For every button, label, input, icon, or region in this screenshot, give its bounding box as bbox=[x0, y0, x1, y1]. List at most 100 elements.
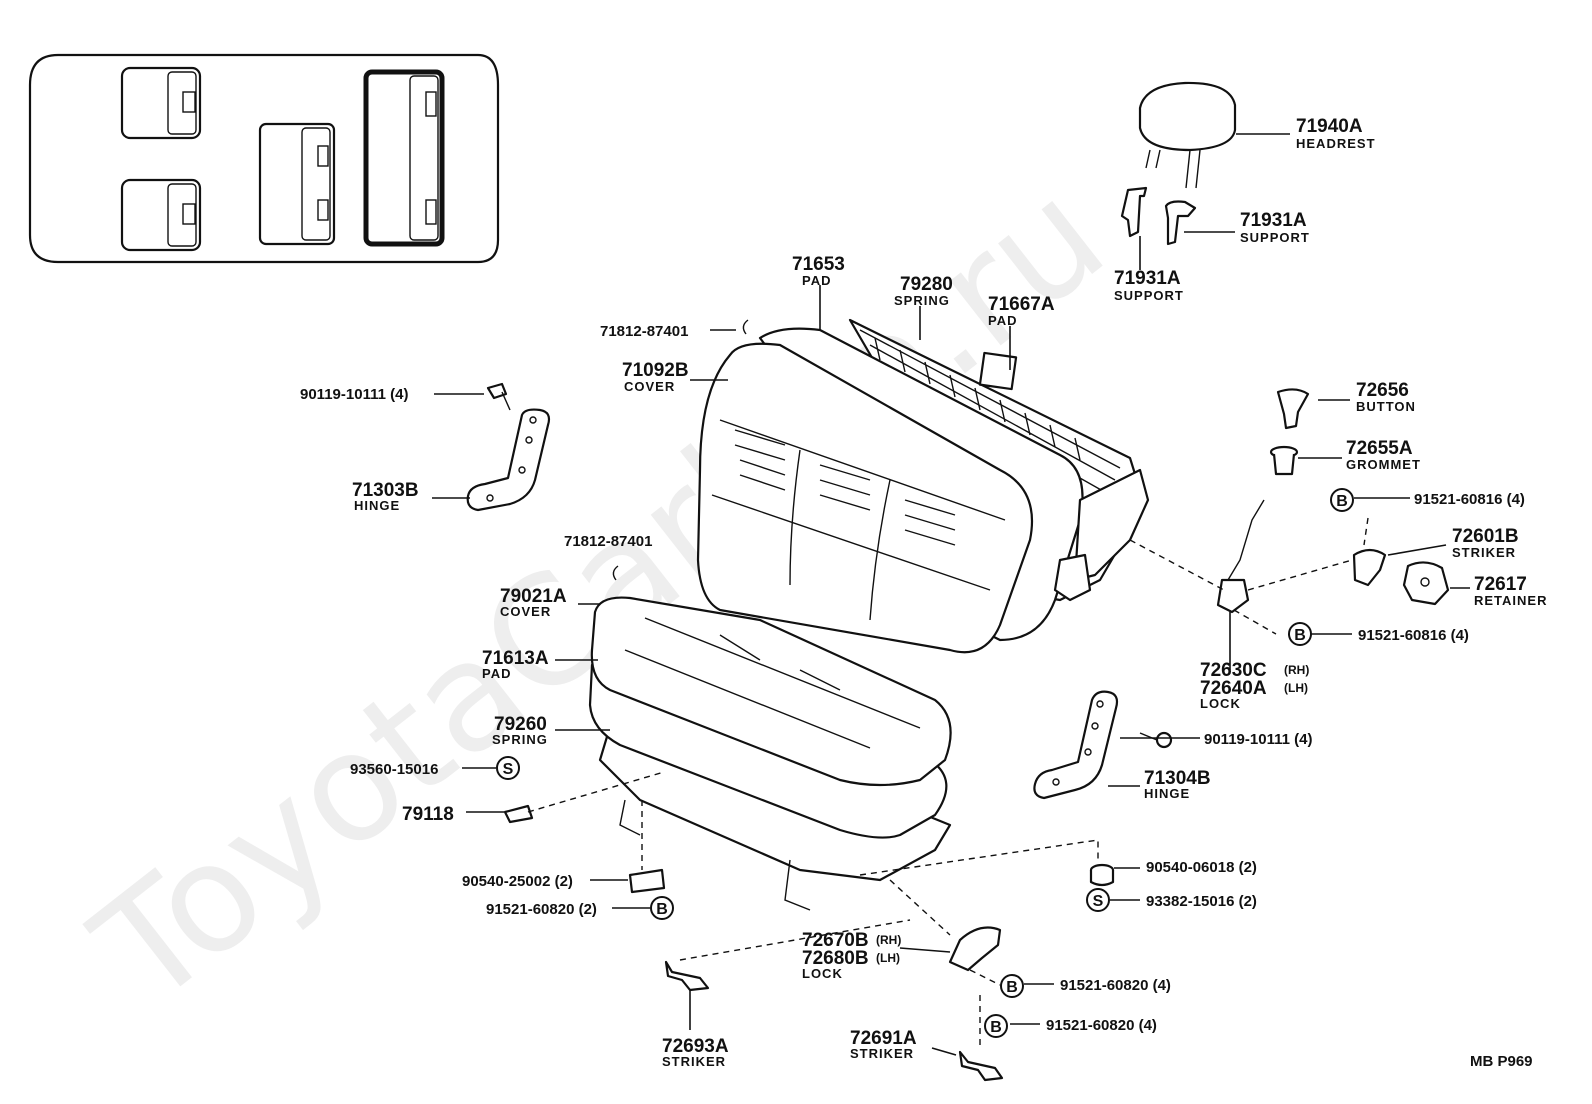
svg-text:72680B: 72680B bbox=[802, 948, 869, 969]
overview-seat-rear-highlighted bbox=[363, 69, 445, 247]
callout-bolt-left: 90119-10111 (4) bbox=[300, 386, 408, 403]
svg-text:71931A: 71931A bbox=[1240, 210, 1307, 231]
callout-striker-bottom: 72691A STRIKER bbox=[850, 1028, 917, 1061]
callout-hog-ring-top: 71812-87401 bbox=[600, 323, 688, 340]
bolt-marker-low1: B bbox=[1000, 974, 1024, 998]
callout-back-spring: 79280 SPRING bbox=[894, 274, 953, 308]
svg-text:GROMMET: GROMMET bbox=[1346, 457, 1421, 472]
svg-text:72655A: 72655A bbox=[1346, 438, 1413, 459]
grommet-icon bbox=[1269, 445, 1299, 476]
svg-text:71653: 71653 bbox=[792, 254, 845, 275]
striker-left bbox=[664, 960, 710, 992]
svg-text:72640A: 72640A bbox=[1200, 678, 1267, 699]
callout-cushion-cover: 79021A COVER bbox=[500, 586, 567, 619]
retainer-icon bbox=[1402, 561, 1450, 606]
back-pad-insert bbox=[978, 351, 1018, 391]
svg-text:B: B bbox=[1006, 979, 1018, 996]
callout-button: 72656 BUTTON bbox=[1356, 380, 1415, 414]
svg-text:72656: 72656 bbox=[1356, 380, 1409, 401]
svg-text:STRIKER: STRIKER bbox=[850, 1046, 914, 1061]
overview-seat-middle bbox=[258, 122, 336, 246]
svg-text:STRIKER: STRIKER bbox=[1452, 545, 1516, 560]
seat-back-lock bbox=[1216, 499, 1265, 614]
screw-marker-right: S bbox=[1086, 888, 1110, 912]
svg-text:PAD: PAD bbox=[802, 273, 831, 288]
cushion-right-icon bbox=[1089, 863, 1115, 887]
striker-bottom bbox=[958, 1050, 1004, 1082]
hinge-right bbox=[1033, 690, 1119, 800]
svg-text:S: S bbox=[1093, 893, 1104, 910]
svg-text:COVER: COVER bbox=[624, 379, 675, 394]
leader-lines bbox=[432, 133, 1470, 1056]
callout-lock-back: 72630C (RH) 72640A (LH) LOCK bbox=[1200, 660, 1309, 711]
svg-text:(RH): (RH) bbox=[1284, 663, 1309, 677]
callout-bolt-b-mid: 91521-60816 (4) bbox=[1358, 627, 1469, 644]
callout-back-cover: 71092B COVER bbox=[622, 360, 689, 394]
svg-text:COVER: COVER bbox=[500, 604, 551, 619]
callout-bolt-b-left: 91521-60820 (2) bbox=[486, 901, 597, 918]
callout-striker-right: 72601B STRIKER bbox=[1452, 526, 1519, 560]
svg-text:LOCK: LOCK bbox=[1200, 696, 1241, 711]
bolt-marker-mid: B bbox=[1288, 622, 1312, 646]
callout-screw-right: 93382-15016 (2) bbox=[1146, 893, 1257, 910]
callout-bolt-b-low2: 91521-60820 (4) bbox=[1046, 1017, 1157, 1034]
svg-text:(LH): (LH) bbox=[1284, 681, 1308, 695]
seat-back-assembly bbox=[696, 318, 1150, 654]
svg-text:SPRING: SPRING bbox=[492, 732, 548, 747]
svg-text:RETAINER: RETAINER bbox=[1474, 593, 1547, 608]
svg-text:S: S bbox=[503, 761, 514, 778]
svg-text:B: B bbox=[1294, 627, 1306, 644]
svg-text:71667A: 71667A bbox=[988, 294, 1055, 315]
callout-cushion-pad: 71613A PAD bbox=[482, 648, 549, 681]
hinge-left bbox=[466, 408, 551, 512]
svg-text:PAD: PAD bbox=[988, 313, 1017, 328]
svg-text:72601B: 72601B bbox=[1452, 526, 1519, 547]
svg-text:72691A: 72691A bbox=[850, 1028, 917, 1049]
overview-seat-front-left bbox=[120, 66, 202, 140]
vehicle-overview-diagram bbox=[28, 53, 500, 264]
callout-striker-left: 72693A STRIKER bbox=[662, 1036, 729, 1069]
headrest-support-right bbox=[1164, 200, 1197, 246]
svg-text:79280: 79280 bbox=[900, 274, 953, 295]
svg-text:(RH): (RH) bbox=[876, 933, 901, 947]
bolt-icon-left bbox=[486, 382, 511, 411]
svg-text:PAD: PAD bbox=[482, 666, 511, 681]
callout-grommet: 72655A GROMMET bbox=[1346, 438, 1421, 472]
overview-seat-front-right bbox=[120, 178, 202, 252]
seat-cushion-lock bbox=[948, 926, 1002, 972]
assembly-dashed-lines bbox=[527, 517, 1369, 1048]
svg-text:B: B bbox=[1336, 493, 1348, 510]
diagram-code: MB P969 bbox=[1470, 1053, 1533, 1070]
svg-text:71940A: 71940A bbox=[1296, 116, 1363, 137]
callout-hinge-left: 71303B HINGE bbox=[352, 480, 419, 513]
callout-cushion-spring: 79260 SPRING bbox=[492, 714, 548, 747]
svg-text:72693A: 72693A bbox=[662, 1036, 729, 1057]
bolt-icon-right bbox=[1139, 731, 1173, 749]
svg-text:(LH): (LH) bbox=[876, 951, 900, 965]
callout-support-b: 71931A SUPPORT bbox=[1114, 268, 1183, 303]
striker-right bbox=[1352, 548, 1387, 587]
headrest bbox=[1138, 81, 1237, 189]
callout-bolt-b-low1: 91521-60820 (4) bbox=[1060, 977, 1171, 994]
callout-hog-ring-mid: 71812-87401 bbox=[564, 533, 652, 550]
bolt-marker-left: B bbox=[650, 896, 674, 920]
bolt-marker-top: B bbox=[1330, 488, 1354, 512]
button-icon bbox=[1276, 388, 1310, 430]
svg-text:72630C: 72630C bbox=[1200, 660, 1267, 681]
svg-text:SUPPORT: SUPPORT bbox=[1240, 230, 1310, 245]
svg-text:71613A: 71613A bbox=[482, 648, 549, 669]
callout-back-pad-a: 71667A PAD bbox=[988, 294, 1055, 328]
callout-headrest: 71940A HEADREST bbox=[1296, 116, 1376, 151]
svg-text:79021A: 79021A bbox=[500, 586, 567, 607]
svg-text:LOCK: LOCK bbox=[802, 966, 843, 981]
bolt-marker-low2: B bbox=[984, 1014, 1008, 1038]
svg-text:STRIKER: STRIKER bbox=[662, 1054, 726, 1069]
svg-text:HEADREST: HEADREST bbox=[1296, 136, 1376, 151]
svg-text:SPRING: SPRING bbox=[894, 293, 950, 308]
svg-text:HINGE: HINGE bbox=[1144, 786, 1190, 801]
cushion-left-icon bbox=[628, 868, 666, 894]
svg-text:71931A: 71931A bbox=[1114, 268, 1181, 289]
svg-text:71304B: 71304B bbox=[1144, 768, 1211, 789]
seat-cushion-assembly bbox=[588, 596, 952, 911]
